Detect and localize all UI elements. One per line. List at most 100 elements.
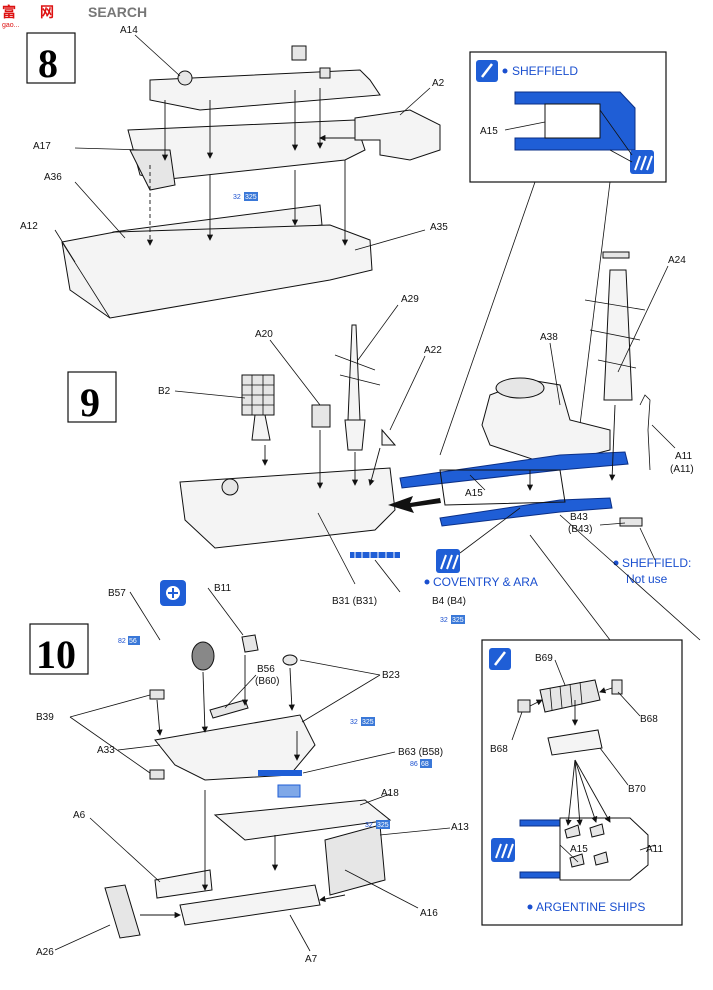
part-a24 xyxy=(603,269,633,401)
sheffield-label: SHEFFIELD xyxy=(512,64,578,78)
part-a14-dome xyxy=(177,70,193,86)
label-b43b: (B43) xyxy=(568,524,592,535)
paint-ref-h82-56: 82 56 xyxy=(118,636,140,645)
sheffield-callout: SHEFFIELD A15 xyxy=(439,51,667,466)
step-10-number: 10 xyxy=(36,632,76,677)
part-a38 xyxy=(481,379,611,466)
paint-ref-h32-325-b: 32 325 xyxy=(440,615,465,624)
argentine-label: ARGENTINE SHIPS xyxy=(536,900,645,914)
radar-dome-icon xyxy=(221,478,239,496)
step-8-number: 8 xyxy=(38,41,58,86)
label-b43: B43 xyxy=(570,512,588,523)
label-a20: A20 xyxy=(255,329,273,340)
argentine-callout: B69 B68 B68 B70 A15 A11 ARGENTINE SHIPS xyxy=(481,639,683,926)
watermark-en: SEARCH xyxy=(88,4,147,20)
label-a12: A12 xyxy=(20,221,38,232)
part-a14 xyxy=(149,69,381,111)
part-a12-hull xyxy=(61,224,373,319)
part-a20 xyxy=(311,404,331,428)
part-a14-mast-base xyxy=(291,45,307,61)
svg-text:325: 325 xyxy=(362,719,374,726)
label-a15-mid: A15 xyxy=(465,488,483,499)
assembly-arrow-icon xyxy=(388,496,441,513)
label-b70: B70 xyxy=(628,784,646,795)
part-b39-a xyxy=(149,689,165,700)
label-a16: A16 xyxy=(420,908,438,919)
part-a14-fitting xyxy=(319,67,331,79)
part-a26 xyxy=(104,884,141,939)
svg-text:32: 32 xyxy=(233,194,241,201)
label-b11: B11 xyxy=(214,583,231,594)
label-a17: A17 xyxy=(33,141,51,152)
svg-text:32: 32 xyxy=(365,822,373,829)
label-a33: A33 xyxy=(97,745,115,756)
watermark-cn: 富 xyxy=(2,4,16,20)
label-a24: A24 xyxy=(668,255,686,266)
part-a2 xyxy=(354,109,441,161)
part-b63 xyxy=(258,770,302,776)
part-a29 xyxy=(347,324,361,421)
watermark-cn2: 网 xyxy=(40,4,54,20)
part-b68-right xyxy=(611,679,623,695)
label-a29: A29 xyxy=(401,294,419,305)
label-b63: B63 (B58) xyxy=(398,747,443,758)
label-a35: A35 xyxy=(430,222,448,233)
label-b68-right: B68 xyxy=(640,714,658,725)
step-9-number: 9 xyxy=(80,380,100,425)
sheffield-not-use-label-2: Not use xyxy=(626,572,668,586)
label-a11: A11 xyxy=(675,451,692,462)
label-a36: A36 xyxy=(44,172,62,183)
part-b68-left xyxy=(517,699,531,713)
label-a38: A38 xyxy=(540,332,558,343)
label-a15-bottom: A15 xyxy=(570,844,588,855)
label-b60: (B60) xyxy=(255,676,279,687)
paint-ref-h32-325-c: 32 325 xyxy=(350,717,375,726)
label-b57: B57 xyxy=(108,588,126,599)
part-a7 xyxy=(179,884,321,926)
part-b23-top xyxy=(282,654,298,666)
label-a26: A26 xyxy=(36,947,54,958)
part-b70 xyxy=(547,729,603,756)
svg-text:32: 32 xyxy=(440,617,448,624)
label-a6: A6 xyxy=(73,810,86,821)
svg-text:325: 325 xyxy=(245,194,257,201)
step-8: 8 A14 A2 A17 A36 A1 xyxy=(20,25,448,319)
label-b69: B69 xyxy=(535,653,553,664)
deck-section xyxy=(559,817,649,881)
part-b11 xyxy=(241,634,259,653)
label-a7: A7 xyxy=(305,954,318,965)
label-a18: A18 xyxy=(381,788,399,799)
label-a22: A22 xyxy=(424,345,442,356)
part-a17-bow xyxy=(129,149,176,191)
part-b56 xyxy=(209,699,249,719)
step-8-box xyxy=(26,32,76,84)
step-9-box xyxy=(67,371,117,423)
svg-text:86: 86 xyxy=(410,761,418,768)
watermark-sub: gao... xyxy=(2,22,20,29)
label-b39: B39 xyxy=(36,712,54,723)
label-b56: B56 xyxy=(257,664,275,675)
coventry-label: COVENTRY & ARA xyxy=(433,575,538,589)
label-b2: B2 xyxy=(158,386,171,397)
step-9: 9 xyxy=(67,251,701,641)
paint-ref-h32-325: 32 325 xyxy=(233,192,258,201)
label-a2: A2 xyxy=(432,78,445,89)
label-b4: B4 (B4) xyxy=(432,596,466,607)
part-b69 xyxy=(539,679,601,713)
paint-ref-h86-68: 86 68 xyxy=(410,759,432,768)
part-b39-b xyxy=(149,769,165,780)
svg-text:56: 56 xyxy=(129,638,137,645)
part-b4 xyxy=(350,552,400,558)
svg-text:82: 82 xyxy=(118,638,126,645)
part-superstructure xyxy=(179,467,396,549)
paint-ref-h32-325-d: 32 325 xyxy=(365,820,390,829)
label-a13: A13 xyxy=(451,822,469,833)
part-blue-lower xyxy=(439,497,613,527)
part-b43 xyxy=(619,517,643,527)
part-a11 xyxy=(639,394,651,471)
label-b68-left: B68 xyxy=(490,744,508,755)
svg-text:325: 325 xyxy=(377,822,389,829)
label-b23: B23 xyxy=(382,670,400,681)
label-a14: A14 xyxy=(120,25,138,36)
